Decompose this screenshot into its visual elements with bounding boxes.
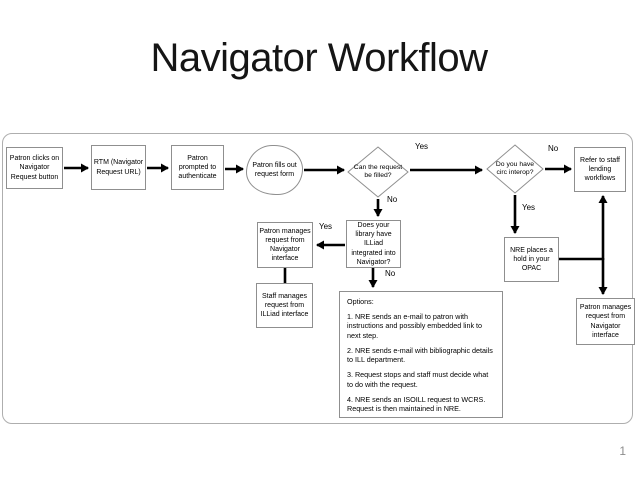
flowchart-frame	[2, 133, 633, 424]
page-number: 1	[619, 444, 626, 458]
node-nre-places-hold: NRE places a hold in your OPAC	[504, 237, 559, 282]
edge-label-no-illiad: No	[385, 269, 396, 278]
node-patron-manages-navigator: Patron manages request from Navigator in…	[257, 222, 313, 268]
edge-label-yes-fill: Yes	[415, 142, 429, 151]
options-item-2: 2. NRE sends e-mail with bibliographic d…	[347, 345, 493, 365]
edge-label-yes-illiad: Yes	[319, 222, 333, 231]
edge-label-no-fill: No	[387, 195, 398, 204]
decision-can-request-be-filled: Can the request be filled?	[347, 146, 409, 198]
diamond-shape	[347, 146, 409, 198]
node-refer-staff-lending: Refer to staff lending workflows	[574, 147, 626, 192]
decision-circ-interop: Do you have circ interop?	[486, 144, 544, 194]
node-staff-manages-illiad: Staff manages request from ILLiad interf…	[256, 283, 313, 328]
decision-label: Can the request be filled?	[353, 163, 403, 179]
decision-label: Do you have circ interop?	[495, 160, 535, 176]
node-rtm-request-url: RTM (Navigator Request URL)	[91, 145, 146, 190]
options-item-1: 1. NRE sends an e-mail to patron with in…	[347, 312, 483, 340]
node-patron-manages-navigator-bottom: Patron manages request from Navigator in…	[576, 298, 635, 345]
diamond-shape	[486, 144, 544, 194]
node-patron-fills-form: Patron fills out request form	[246, 145, 303, 195]
node-does-library-have-illiad: Does your library have ILLiad integrated…	[346, 220, 401, 268]
page-title: Navigator Workflow	[150, 36, 488, 80]
edge-label-yes-interop: Yes	[522, 203, 536, 212]
options-item-3: 3. Request stops and staff must decide w…	[347, 370, 489, 389]
node-patron-clicks: Patron clicks on Navigator Request butto…	[6, 147, 63, 189]
edge-label-no-interop: No	[548, 144, 559, 153]
node-patron-authenticate: Patron prompted to authenticate	[171, 145, 224, 190]
node-options: Options: 1. NRE sends an e-mail to patro…	[339, 291, 503, 418]
options-item-4: 4. NRE sends an ISOILL request to WCRS. …	[347, 394, 486, 413]
options-title: Options:	[347, 297, 374, 306]
